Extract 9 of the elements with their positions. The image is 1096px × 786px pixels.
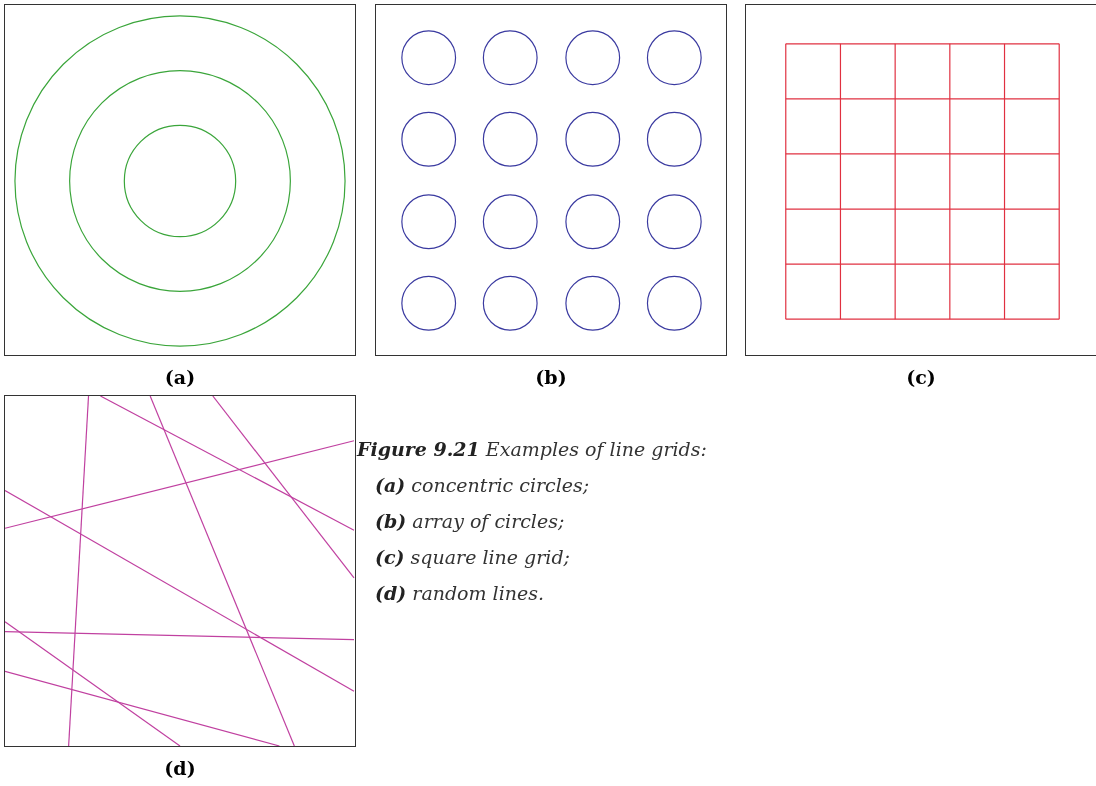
caption-item: (d) random lines. xyxy=(375,582,545,604)
panel-label: (d) xyxy=(164,757,196,779)
caption-item: (c) square line grid; xyxy=(375,546,570,568)
caption-item: (a) concentric circles; xyxy=(375,474,590,496)
panel-label: (a) xyxy=(164,366,196,388)
panel-label: (b) xyxy=(535,366,567,388)
caption-item: (b) array of circles; xyxy=(375,510,565,532)
panel-label: (c) xyxy=(906,366,936,388)
figure-caption: Figure 9.21 Examples of line grids: xyxy=(357,438,707,460)
